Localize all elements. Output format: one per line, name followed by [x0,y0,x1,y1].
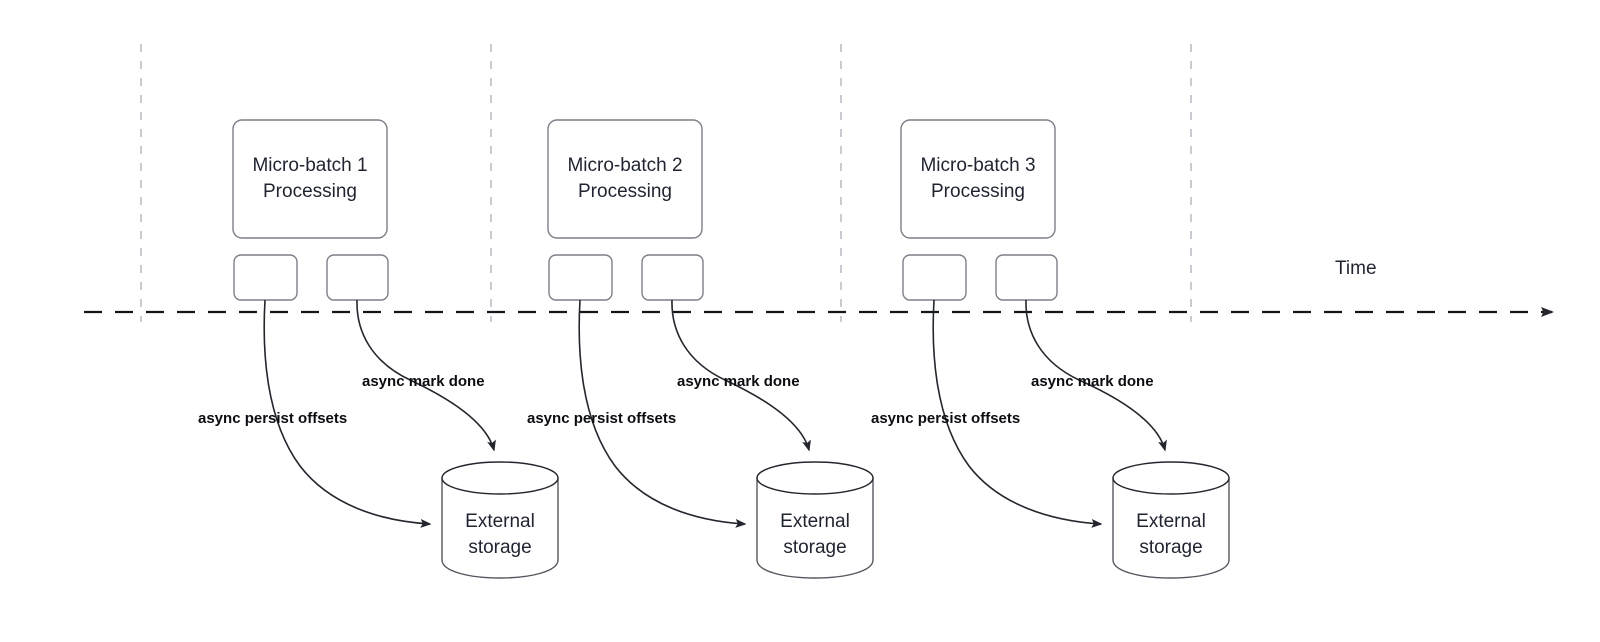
micro-batch-2-persist-task-box[interactable] [548,254,613,301]
micro-batch-2-label-line2: Processing [578,181,672,202]
external-storage-3-label-line1: External [1136,511,1206,532]
micro-batch-2-mark-done-label: async mark done [677,373,800,390]
micro-batch-3-box[interactable] [900,119,1056,239]
micro-batch-1-persist-task-box[interactable] [233,254,298,301]
micro-batch-3-persist-task-box[interactable] [902,254,967,301]
micro-batch-3-persist-offsets-arrow [932,299,1103,528]
micro-batch-3-persist-offsets-label: async persist offsets [871,410,1020,427]
external-storage-1[interactable]: External storage [441,461,559,579]
micro-batch-3-mark-done-task-box[interactable] [995,254,1058,301]
micro-batch-group-3: Micro-batch 3 Processing async persist o… [871,119,1230,579]
external-storage-3[interactable]: External storage [1112,461,1230,579]
micro-batch-1-persist-offsets-label: async persist offsets [198,410,347,427]
micro-batch-3-label-line2: Processing [931,181,1025,202]
micro-batch-2-box[interactable] [547,119,703,239]
time-axis-label: Time [1335,258,1377,279]
micro-batch-2-mark-done-task-box[interactable] [641,254,704,301]
external-storage-3-label-line2: storage [1139,537,1202,558]
external-storage-1-label-line2: storage [468,537,531,558]
micro-batch-1-label-line2: Processing [263,181,357,202]
micro-batch-3-mark-done-label: async mark done [1031,373,1154,390]
micro-batch-1-mark-done-label: async mark done [362,373,485,390]
external-storage-1-label-line1: External [465,511,535,532]
micro-batch-group-2: Micro-batch 2 Processing async persist o… [527,119,874,579]
micro-batch-1-mark-done-task-box[interactable] [326,254,389,301]
micro-batch-2-label-line1: Micro-batch 2 [567,155,682,176]
micro-batch-2-persist-offsets-label: async persist offsets [527,410,676,427]
micro-batch-2-persist-offsets-arrow [578,299,747,528]
micro-batch-3-mark-done-arrow [1025,299,1167,452]
micro-batch-group-1: Micro-batch 1 Processing async persist o… [198,119,559,579]
micro-batch-1-box[interactable] [232,119,388,239]
external-storage-2-label-line2: storage [783,537,846,558]
micro-batch-1-label-line1: Micro-batch 1 [252,155,367,176]
micro-batch-2-mark-done-arrow [671,299,811,452]
micro-batch-1-persist-offsets-arrow [263,299,432,528]
timeline-tick-group [140,44,1192,322]
external-storage-2[interactable]: External storage [756,461,874,579]
external-storage-2-label-line1: External [780,511,850,532]
micro-batch-1-mark-done-arrow [356,299,496,452]
micro-batch-3-label-line1: Micro-batch 3 [920,155,1035,176]
